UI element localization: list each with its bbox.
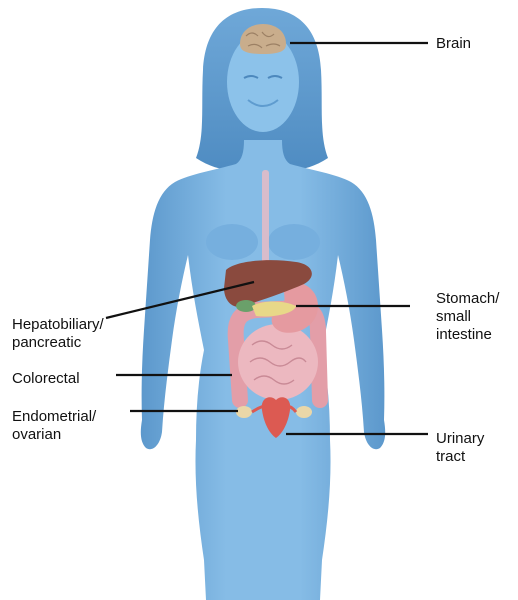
breast-right xyxy=(268,224,320,260)
ovary-left xyxy=(236,406,252,418)
label-stomach-small-intestine: Stomach/ small intestine xyxy=(436,290,499,344)
label-endometrial-ovarian: Endometrial/ ovarian xyxy=(12,408,96,444)
label-brain: Brain xyxy=(436,35,471,53)
label-hepatobiliary-pancreatic: Hepatobiliary/ pancreatic xyxy=(12,316,104,352)
label-urinary-tract: Urinary tract xyxy=(436,430,484,466)
ovary-right xyxy=(296,406,312,418)
label-colorectal: Colorectal xyxy=(12,370,80,388)
breast-left xyxy=(206,224,258,260)
